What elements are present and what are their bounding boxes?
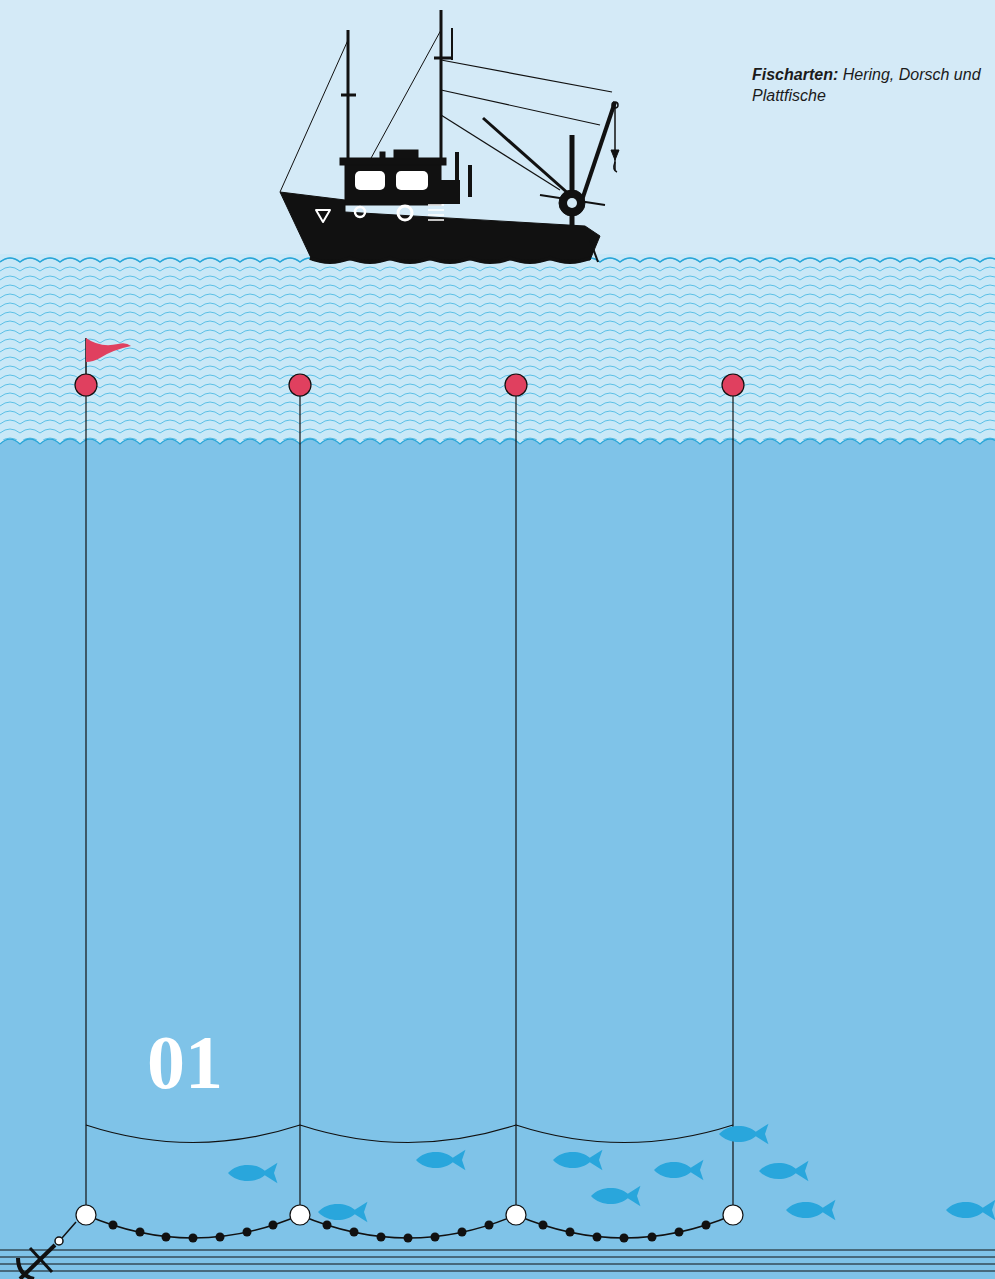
water (0, 444, 995, 1279)
wave-edge (0, 432, 995, 446)
wave-lines (0, 254, 995, 440)
callout-number: 01 (147, 1024, 223, 1100)
species-note: Fischarten:Hering, Dorsch und Plattfisch… (752, 64, 995, 106)
net-rings (76, 1205, 743, 1225)
buoy-lines (86, 395, 733, 1205)
float-line (86, 1125, 733, 1143)
seabed (0, 1250, 995, 1271)
species-heading: Fischarten: (752, 66, 838, 83)
wave-band (0, 254, 995, 446)
marker-flag (86, 338, 131, 362)
sky (0, 0, 995, 256)
fish-school (228, 1124, 995, 1223)
buoys (75, 374, 744, 396)
fishing-boat (280, 10, 619, 262)
sinker-weights (109, 1221, 711, 1243)
